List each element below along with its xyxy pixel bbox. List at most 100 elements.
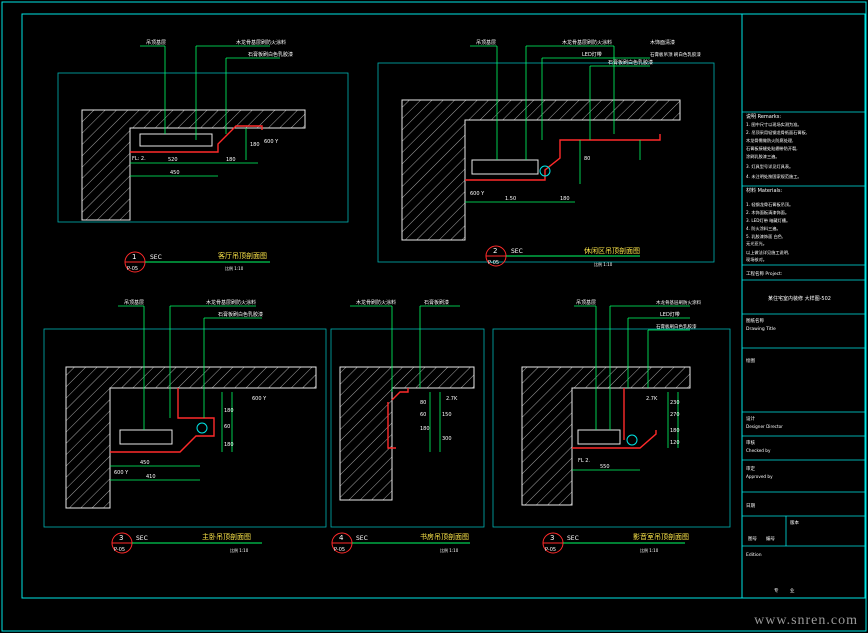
section-5-sheet: P-05	[545, 547, 556, 553]
tb-drawing-name: Drawing Title	[746, 326, 776, 332]
section-1-sheet: P-05	[127, 266, 138, 272]
section-5-label-1: 吊顶基层	[576, 299, 596, 306]
tb-note-1: 1. 图中尺寸以现场实测为准。	[746, 121, 802, 128]
section-3-scale: 比例 1:10	[230, 547, 249, 553]
section-4-frame	[330, 328, 485, 528]
tb-material-3: 3. LED灯带 暗藏灯槽。	[746, 217, 790, 224]
section-2-label-6: 石膏板吊顶 刷白色乳胶漆	[650, 51, 701, 58]
section-5-level-1: 2.7K	[646, 396, 658, 402]
tb-note-2: 2. 吊顶采用轻钢龙骨纸面石膏板,	[746, 129, 807, 136]
section-2-joist-group	[471, 159, 539, 175]
section-1-label-2: 木龙骨基层刷防火涂料	[236, 39, 286, 46]
section-2-number: 2	[493, 247, 497, 255]
section-2-label-3: LED灯带	[582, 51, 602, 58]
section-5-dim-3: 550	[600, 464, 610, 470]
section-4-sheet: P-05	[334, 547, 345, 553]
section-5-dim-1: 230	[670, 400, 680, 406]
section-2-ceiling	[465, 134, 661, 181]
tb-materials-header: 材料 Materials:	[746, 187, 783, 194]
section-1-dim-3: 180	[226, 157, 236, 163]
section-3-title: 主卧吊顶剖面图	[202, 532, 251, 541]
section-3-frame	[43, 328, 327, 528]
section-2-scale: 比例 1:10	[594, 261, 613, 267]
section-4-dim-5: 300	[442, 436, 452, 442]
tb-material-1: 1. 轻钢龙骨石膏板吊顶。	[746, 201, 793, 208]
section-5-level-2: FL 2.	[578, 458, 590, 464]
section-1-frame	[57, 72, 349, 223]
section-5-dim-5: 120	[670, 440, 680, 446]
section-1-tag: SEC	[150, 254, 162, 261]
section-2-frame	[377, 62, 715, 263]
section-3: 吊顶基层 木龙骨基层刷防火涂料 石膏板刷白色乳胶漆 450 410 180 60…	[43, 299, 327, 554]
section-1-level-2: 600 Y	[264, 139, 279, 145]
section-3-number: 3	[119, 534, 123, 542]
tb-material-6: 无光亚光。	[746, 240, 767, 247]
section-2-dim-3: 80	[584, 156, 590, 162]
tb-notes-header: 说明 Remarks:	[746, 113, 781, 120]
tb-drawn-label: 绘图	[746, 357, 755, 364]
section-5-frame	[492, 328, 731, 528]
section-3-label-1: 吊顶基层	[124, 299, 144, 306]
section-2-label-2: 木龙骨基层刷防火涂料	[562, 39, 612, 46]
section-2-label-4: 石膏板刷白色乳胶漆	[608, 59, 653, 66]
tb-material-7: 以上做法详见施工说明,	[746, 249, 789, 256]
section-3-ceiling	[110, 388, 215, 453]
tb-checker-sub: Checked by	[746, 448, 771, 453]
section-3-label-2: 木龙骨基层刷防火涂料	[206, 299, 256, 306]
tb-no-label: 编号	[766, 535, 775, 542]
section-2-sheet: P-05	[488, 260, 499, 266]
section-5-light-symbol	[626, 434, 638, 446]
section-3-dim-5: 180	[224, 442, 234, 448]
section-2-label-1: 吊顶基层	[476, 39, 496, 46]
section-4-level-1: 2.7K	[446, 396, 458, 402]
tb-material-8: 现场核对。	[746, 256, 767, 263]
section-3-dim-4: 60	[224, 424, 230, 430]
section-4-scale: 比例 1:10	[440, 547, 459, 553]
section-4-label-2: 石膏板刷漆	[424, 299, 449, 306]
section-4-ceiling	[391, 388, 409, 401]
tb-note-5: 涂刷乳胶漆三遍。	[746, 153, 780, 160]
watermark: www.snren.com	[754, 613, 858, 628]
section-5-scale: 比例 1:10	[640, 547, 659, 553]
tb-note-7: 4. 未注明处按国家规范施工。	[746, 173, 802, 180]
section-3-wall	[65, 366, 317, 509]
section-3-tag: SEC	[136, 535, 148, 542]
section-3-sheet: P-05	[114, 547, 125, 553]
section-4-tag: SEC	[356, 535, 368, 542]
section-1-dim-4: 180	[250, 142, 260, 148]
section-5-tag: SEC	[567, 535, 579, 542]
tb-foot-b: 业	[790, 587, 795, 594]
section-1-dim-1: 520	[168, 157, 178, 163]
title-block: 说明 Remarks: 1. 图中尺寸以现场实测为准。 2. 吊顶采用轻钢龙骨纸…	[742, 111, 865, 594]
section-3-dim-3: 180	[224, 408, 234, 414]
section-1-scale: 比例 1:10	[225, 265, 244, 271]
section-1-number: 1	[132, 253, 136, 261]
section-2-dim-2: 180	[560, 196, 570, 202]
section-2-light-symbol	[539, 165, 551, 177]
section-1-joist-group	[139, 133, 213, 147]
section-2-wall	[401, 99, 681, 241]
section-2: 吊顶基层 木龙骨基层刷防火涂料 LED灯带 石膏板刷白色乳胶漆 木饰面清漆 石膏…	[377, 39, 715, 267]
section-1-level-1: FL: 2.	[132, 156, 146, 162]
sheet-inner-border	[21, 13, 866, 599]
section-3-label-3: 石膏板刷白色乳胶漆	[218, 311, 263, 318]
tb-version-label: 版本	[790, 519, 799, 526]
section-5: 吊顶基层 木龙骨基层刷防火涂料 LED灯带 石膏板刷白色乳胶漆 230 270 …	[492, 299, 731, 554]
tb-sheet-label: 图号	[748, 536, 757, 542]
section-4-number: 4	[339, 534, 344, 542]
section-2-level-1: 600 Y	[470, 191, 485, 197]
section-4-label-1: 木龙骨刷防火涂料	[356, 299, 396, 306]
section-1-ceiling	[130, 125, 263, 153]
section-3-dim-2: 410	[146, 474, 156, 480]
tb-designer-label: 设计	[746, 415, 755, 422]
section-2-tag: SEC	[511, 248, 523, 255]
section-1-dim-2: 450	[170, 170, 180, 176]
section-5-joist-group	[577, 429, 621, 445]
section-4: 木龙骨刷防火涂料 石膏板刷漆 80 60 180 150 300 2.7K 4 …	[330, 299, 485, 554]
section-5-ceiling	[572, 388, 657, 449]
section-1-wall	[81, 109, 306, 221]
tb-version-sub: Edition	[746, 552, 762, 558]
section-4-dim-4: 150	[442, 412, 452, 418]
